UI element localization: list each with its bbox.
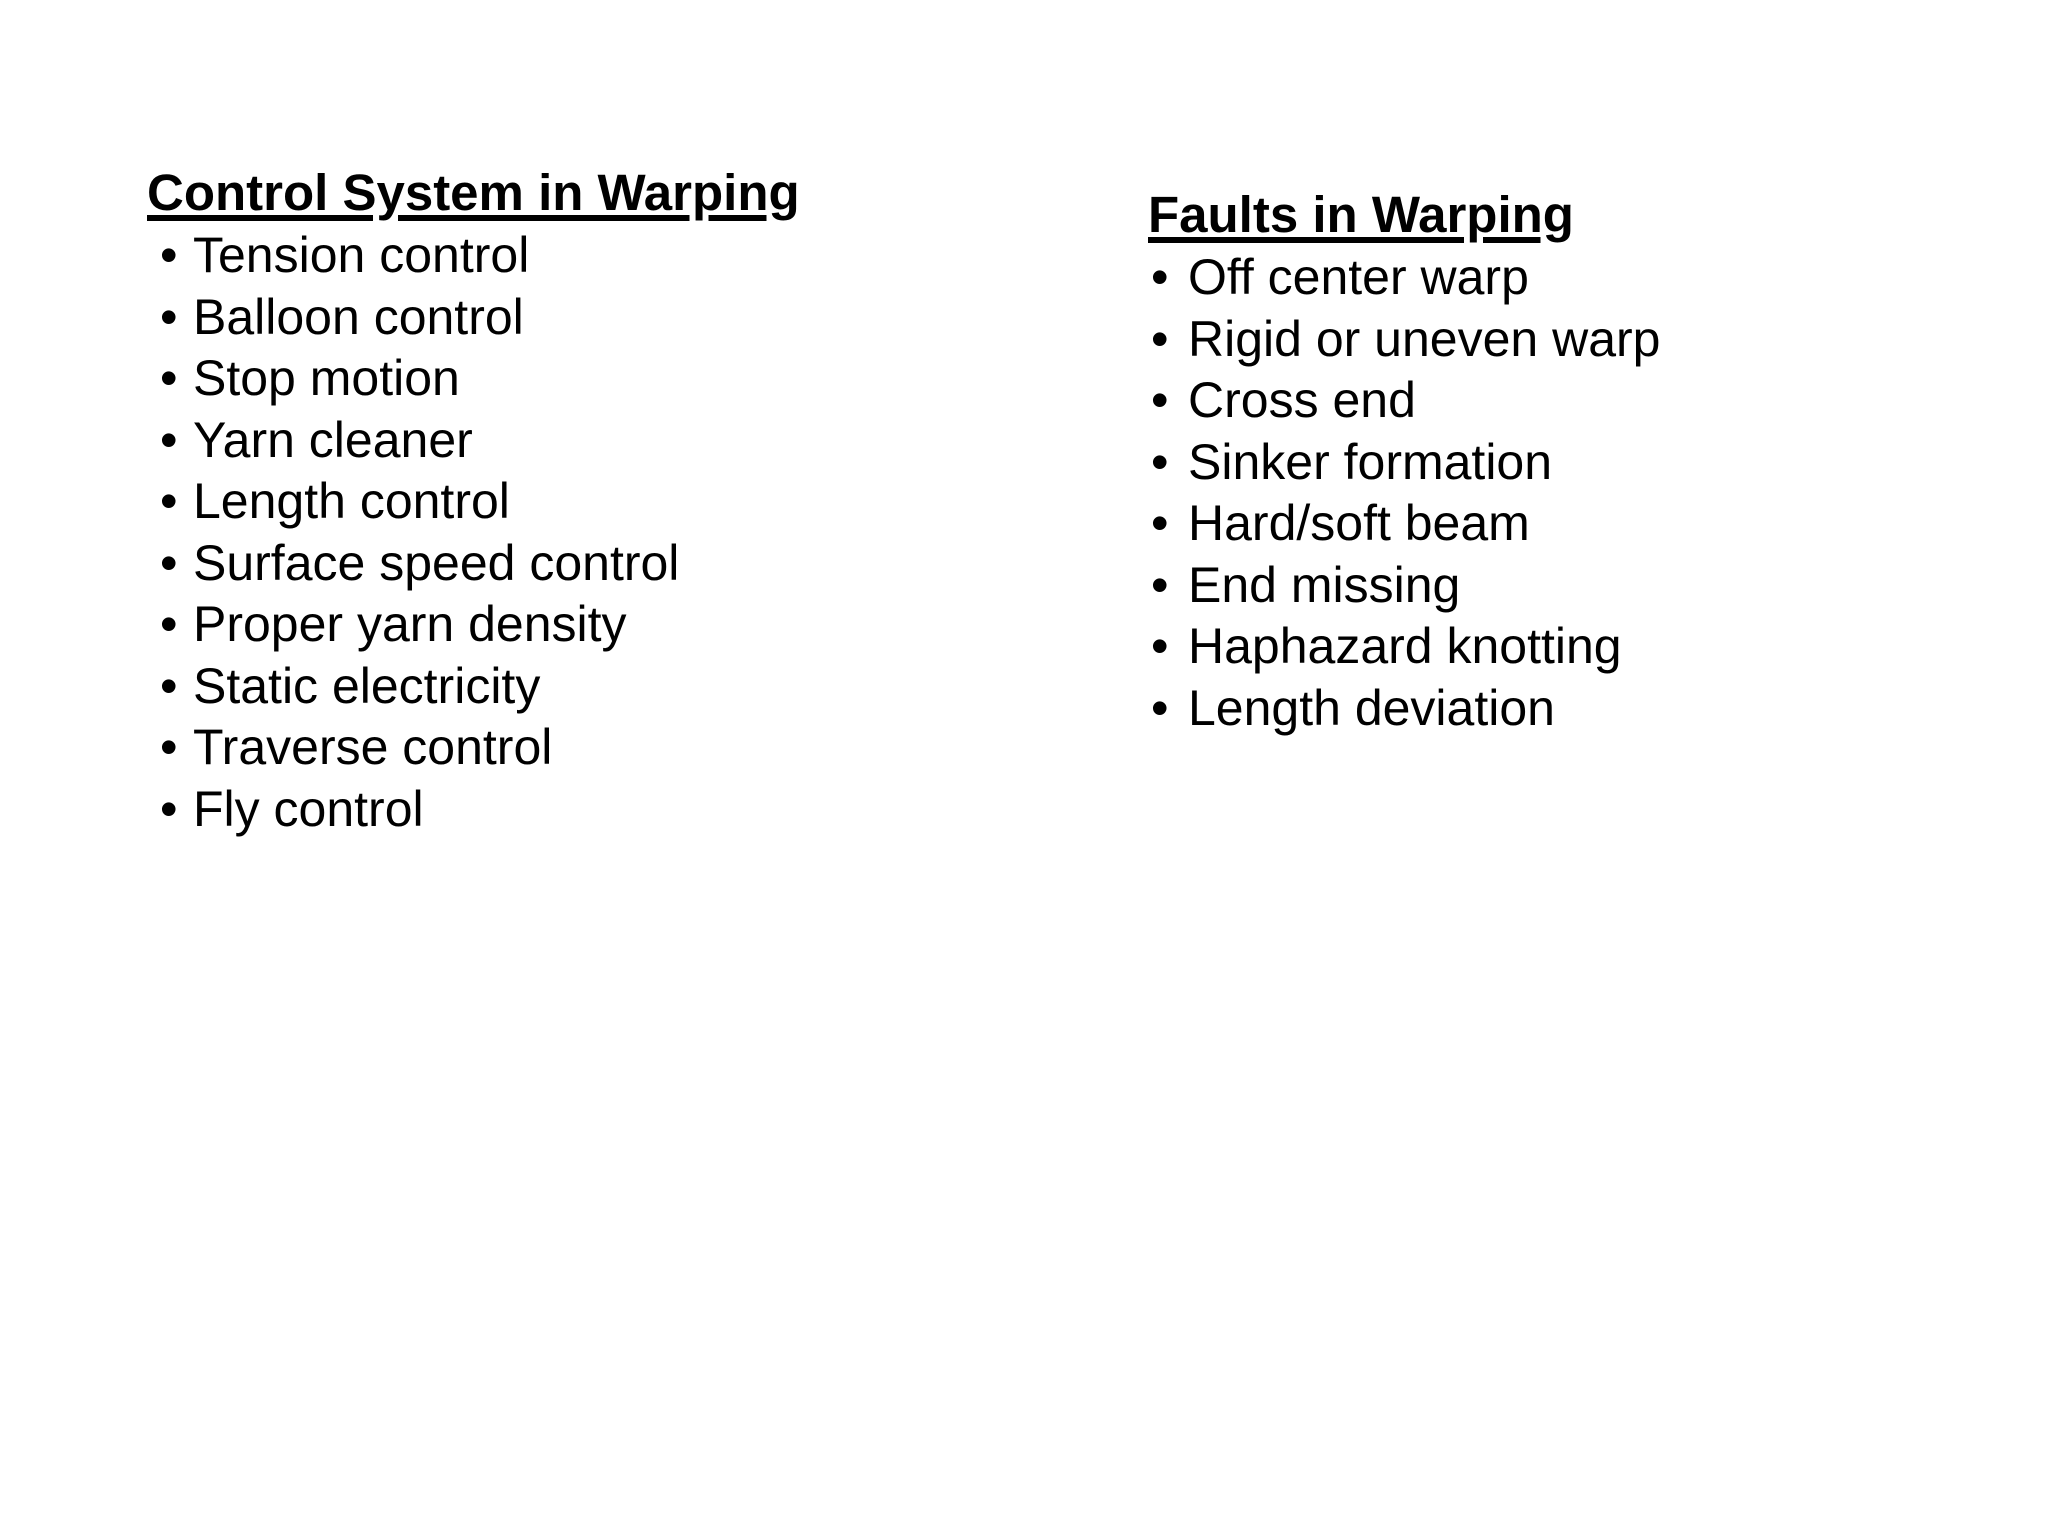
- list-item: • Rigid or uneven warp: [1148, 309, 1661, 371]
- list-item: • Proper yarn density: [147, 594, 800, 656]
- list-item-label: Traverse control: [193, 719, 553, 775]
- bullet-icon: •: [1151, 310, 1169, 367]
- bullet-icon: •: [160, 473, 178, 529]
- bullet-icon: •: [1151, 249, 1169, 305]
- list-item: • Off center warp: [1148, 247, 1661, 309]
- list-item: • Length control: [147, 471, 800, 533]
- list-item-label: Static electricity: [193, 657, 541, 714]
- bullet-icon: •: [160, 657, 178, 714]
- faults-list: Faults in Warping • Off center warp • Rigi…: [1148, 183, 1661, 739]
- list-item: • Fly control: [147, 779, 800, 841]
- bullet-icon: •: [1151, 618, 1169, 674]
- bullet-icon: •: [1151, 433, 1169, 490]
- list-item-label: Yarn cleaner: [193, 411, 473, 468]
- list-item-label: Surface speed control: [193, 534, 680, 591]
- list-item: • Stop motion: [147, 348, 800, 410]
- list-item: • Sinker formation: [1148, 432, 1661, 494]
- list-item-label: Off center warp: [1188, 249, 1529, 305]
- list-item-label: Tension control: [193, 227, 530, 283]
- right-heading: Faults in Warping: [1148, 186, 1574, 243]
- list-item: • Length deviation: [1148, 678, 1661, 740]
- bullet-icon: •: [160, 227, 178, 283]
- list-item-label: Sinker formation: [1188, 433, 1553, 490]
- list-item: • Cross end: [1148, 370, 1661, 432]
- list-item-label: Rigid or uneven warp: [1188, 310, 1661, 367]
- list-item: • Traverse control: [147, 717, 800, 779]
- list-item: • End missing: [1148, 555, 1661, 617]
- list-item-label: Haphazard knotting: [1188, 618, 1622, 674]
- bullet-icon: •: [1151, 679, 1169, 736]
- bullet-icon: •: [160, 534, 178, 591]
- bullet-icon: •: [160, 288, 178, 345]
- bullet-icon: •: [160, 596, 178, 652]
- control-system-list: Control System in Warping • Tension contr…: [147, 161, 800, 840]
- left-heading: Control System in Warping: [147, 164, 800, 221]
- bullet-icon: •: [160, 780, 178, 837]
- list-item-label: Length deviation: [1188, 679, 1555, 736]
- list-item-label: End missing: [1188, 556, 1461, 613]
- list-item-label: Stop motion: [193, 350, 460, 406]
- bullet-icon: •: [1151, 495, 1169, 551]
- list-item-label: Hard/soft beam: [1188, 495, 1530, 551]
- bullet-icon: •: [1151, 556, 1169, 613]
- list-item: • Surface speed control: [147, 533, 800, 595]
- bullet-icon: •: [160, 411, 178, 468]
- list-item: • Balloon control: [147, 287, 800, 349]
- list-item-label: Cross end: [1188, 372, 1416, 428]
- list-item: • Hard/soft beam: [1148, 493, 1661, 555]
- list-item-label: Fly control: [193, 780, 424, 837]
- list-item-label: Balloon control: [193, 288, 524, 345]
- list-item-label: Length control: [193, 473, 510, 529]
- list-item: • Tension control: [147, 225, 800, 287]
- bullet-icon: •: [160, 350, 178, 406]
- list-item: • Static electricity: [147, 656, 800, 718]
- bullet-icon: •: [160, 719, 178, 775]
- list-item-label: Proper yarn density: [193, 596, 627, 652]
- bullet-icon: •: [1151, 372, 1169, 428]
- list-item: • Haphazard knotting: [1148, 616, 1661, 678]
- list-item: • Yarn cleaner: [147, 410, 800, 472]
